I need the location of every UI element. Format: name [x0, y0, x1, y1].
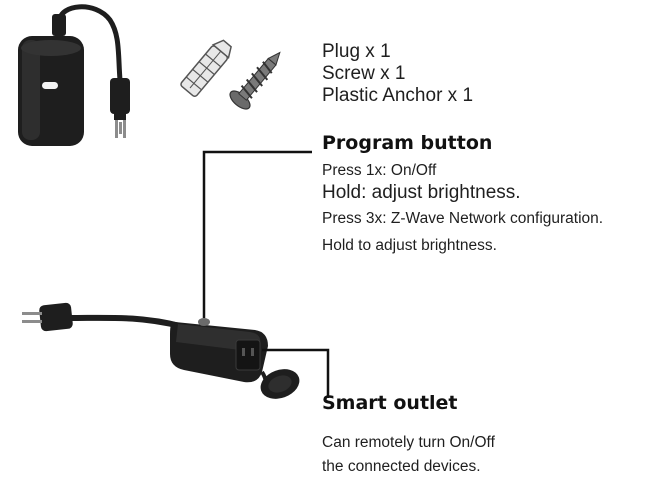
plastic-anchor-illustration: [180, 39, 232, 98]
program-button-line-2: Hold: adjust brightness.: [322, 182, 521, 203]
smart-outlet-leader-line: [262, 348, 330, 398]
program-button-leader-line: [202, 150, 312, 318]
smart-outlet-illustration: [22, 302, 300, 399]
program-button-line-3: Press 3x: Z-Wave Network configuration.: [322, 210, 604, 227]
smart-outlet-line-2: the connected devices.: [322, 458, 481, 475]
smart-outlet-title: Smart outlet: [322, 392, 458, 414]
contents-anchor-label: Plastic Anchor x 1: [322, 85, 474, 106]
program-button-line-4: Hold to adjust brightness.: [322, 237, 497, 254]
contents-screw-label: Screw x 1: [322, 63, 406, 84]
screw-illustration: [229, 51, 281, 110]
program-button-line-1: Press 1x: On/Off: [322, 162, 437, 179]
smart-outlet-line-1: Can remotely turn On/Off: [322, 434, 495, 451]
contents-plug-label: Plug x 1: [322, 41, 391, 62]
program-button-title: Program button: [322, 132, 493, 154]
plug-illustration: [18, 4, 130, 146]
